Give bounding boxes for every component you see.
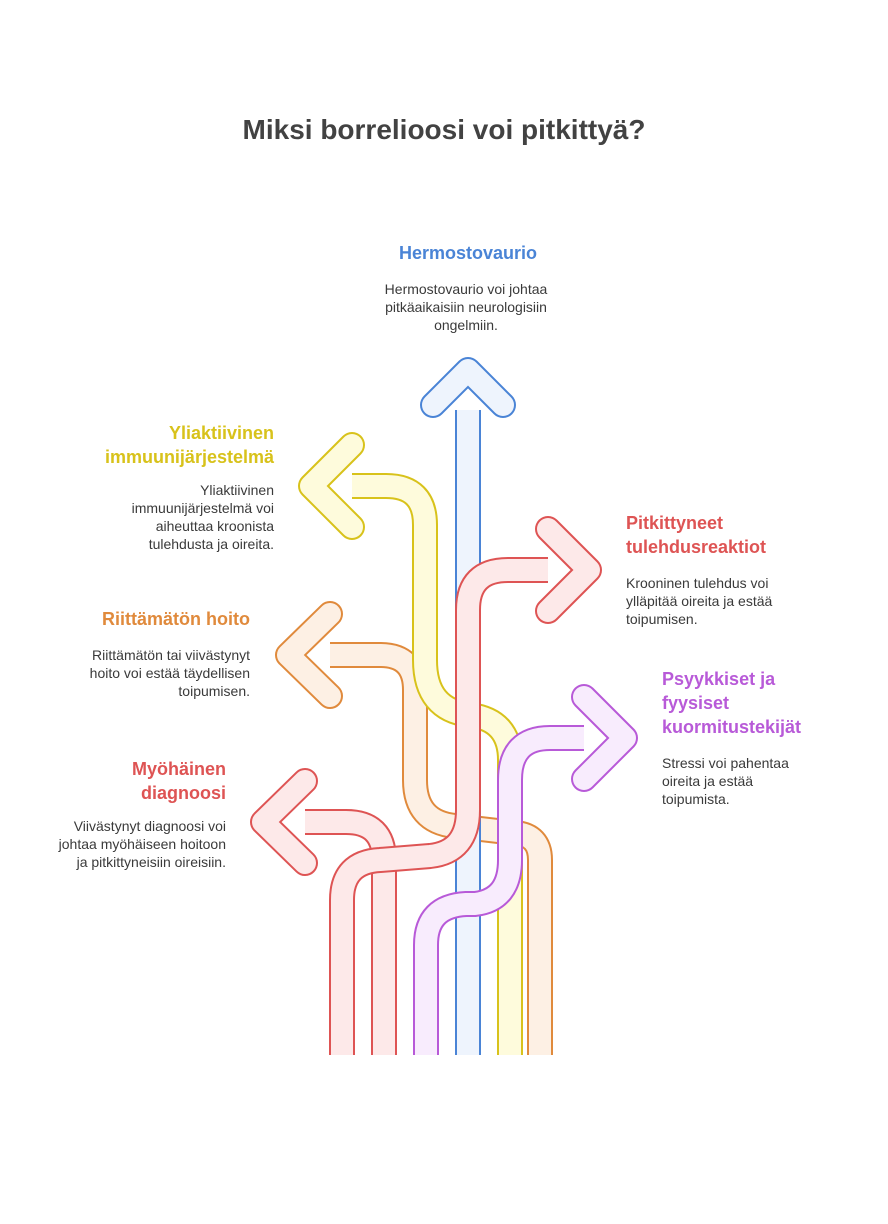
heading-pitkittyneet-tulehdusreaktiot: Pitkittyneet tulehdusreaktiot bbox=[626, 513, 767, 557]
desc-hermostovaurio: Hermostovaurio voi johtaa pitkäaikaisiin… bbox=[384, 281, 548, 333]
arrow-pitkittyneet-tulehdusreaktiot bbox=[329, 516, 602, 1055]
heading-hermostovaurio: Hermostovaurio bbox=[398, 243, 538, 263]
heading-yliaktiivinen-immuunijarjestelma: Yliaktiivinen immuunijärjestelmä bbox=[104, 423, 274, 467]
desc-yliaktiivinen-immuunijarjestelma: Yliaktiivinen immuunijärjestelmä voi aih… bbox=[131, 482, 274, 552]
arrow-yliaktiivinen-immuunijarjestelma bbox=[298, 432, 523, 1055]
heading-riittamaton-hoito: Riittämätön hoito bbox=[102, 609, 250, 629]
arrow-myohainen-diagnoosi bbox=[250, 768, 397, 1055]
heading-psyykkiset-kuormitustekijat: Psyykkiset ja fyysiset kuormitustekijät bbox=[662, 669, 802, 737]
page-title: Miksi borrelioosi voi pitkittyä? bbox=[242, 114, 646, 145]
arrow-riittamaton-hoito bbox=[275, 601, 553, 1055]
desc-myohainen-diagnoosi: Viivästynyt diagnoosi voi johtaa myöhäis… bbox=[58, 818, 226, 870]
desc-riittamaton-hoito: Riittämätön tai viivästynyt hoito voi es… bbox=[89, 647, 250, 699]
arrow-psyykkiset-kuormitustekijat bbox=[413, 684, 638, 1055]
desc-psyykkiset-kuormitustekijat: Stressi voi pahentaa oireita ja estää to… bbox=[662, 755, 789, 807]
desc-pitkittyneet-tulehdusreaktiot: Krooninen tulehdus voi ylläpitää oireita… bbox=[626, 575, 773, 627]
heading-myohainen-diagnoosi: Myöhäinen diagnoosi bbox=[131, 759, 226, 803]
